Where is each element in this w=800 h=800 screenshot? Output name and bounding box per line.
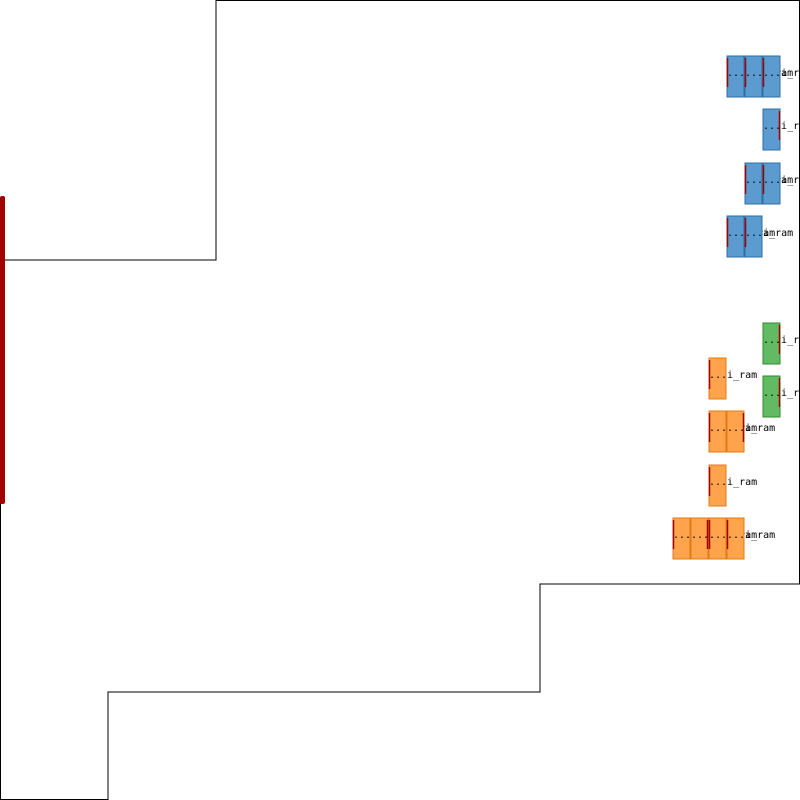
ram-macro-label: ...i_ram bbox=[745, 228, 793, 239]
ram-macro-cell: ...i_ram bbox=[762, 108, 800, 151]
ram-macro-cell: ...i_ram bbox=[708, 357, 757, 400]
ram-macro-cell: ...i_ram bbox=[762, 162, 800, 205]
ram-macro-label: ...i_ram bbox=[763, 335, 800, 346]
ram-macro-cell: ...i_ram bbox=[762, 375, 800, 418]
ram-macro-label: ...i_ram bbox=[763, 175, 800, 186]
io-pin-bar bbox=[0, 196, 5, 504]
ram-macro-cell: ...i_ram bbox=[726, 410, 775, 453]
ram-macro-label: ...i_ram bbox=[727, 423, 775, 434]
ram-macro-label: ...i_ram bbox=[763, 121, 800, 132]
ram-macro-label: ...i_ram bbox=[763, 68, 800, 79]
ram-macro-label: ...i_ram bbox=[763, 388, 800, 399]
ram-macro-cell: ...i_ram bbox=[726, 517, 775, 560]
ram-macro-label: ...i_ram bbox=[709, 477, 757, 488]
ram-macro-cell: ...i_ram bbox=[762, 322, 800, 365]
ram-macro-cell: ...i_ram bbox=[762, 55, 800, 98]
ram-macro-label: ...i_ram bbox=[709, 370, 757, 381]
ram-macro-cell: ...i_ram bbox=[708, 464, 757, 507]
ram-macro-cell: ...i_ram bbox=[744, 215, 793, 258]
ram-macro-label: ...i_ram bbox=[727, 530, 775, 541]
macro-cells-layer: ...i_ram ...i_ram ...i_ram ...i_ram ...i_ram… bbox=[672, 55, 800, 560]
